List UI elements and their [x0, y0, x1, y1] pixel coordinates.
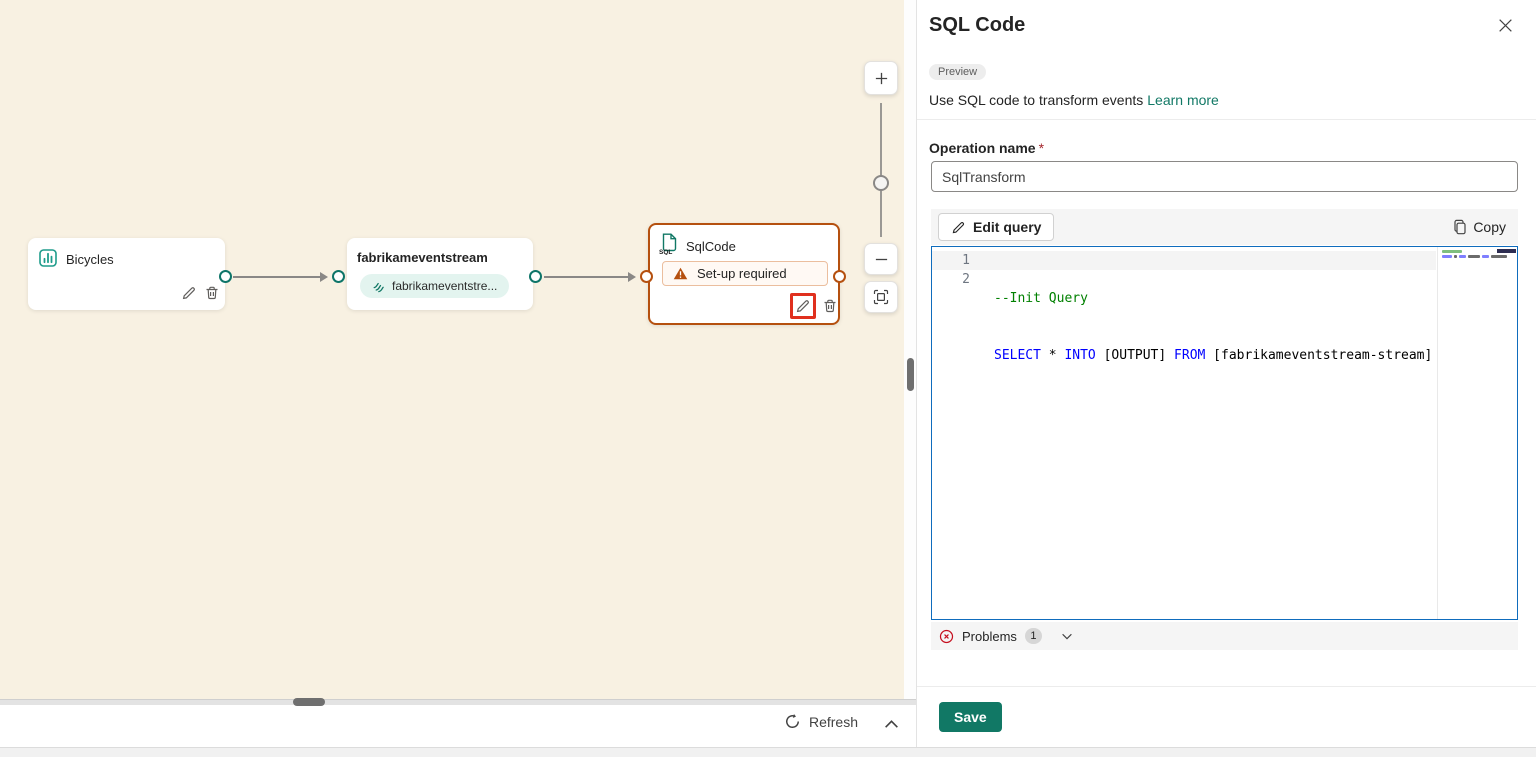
sql-icon-label: SQL: [659, 249, 672, 255]
divider: [917, 119, 1536, 120]
sql-file-icon: SQL: [659, 233, 679, 255]
stream-badge-label: fabrikameventstre...: [392, 279, 498, 293]
problems-count-badge: 1: [1024, 628, 1042, 644]
edit-node-icon[interactable]: [795, 298, 811, 314]
canvas-bottom-bar: Refresh: [0, 699, 916, 747]
edit-query-button[interactable]: Edit query: [938, 213, 1055, 241]
node-title: fabrikameventstream: [357, 250, 488, 265]
connector-eventstream-in[interactable]: [332, 270, 345, 283]
node-eventstream[interactable]: fabrikameventstream fabrikameventstre...: [347, 238, 533, 310]
minus-icon: [874, 252, 889, 267]
node-bicycles[interactable]: Bicycles: [28, 238, 225, 310]
code-content[interactable]: --Init Query SELECT * INTO [OUTPUT] FROM…: [994, 251, 1432, 403]
line-number-gutter: 1 2: [932, 251, 970, 289]
panel-title: SQL Code: [929, 14, 1026, 36]
connector-eventstream-out[interactable]: [529, 270, 542, 283]
zoom-in-button[interactable]: [864, 61, 898, 95]
edit-highlight-annotation: [790, 293, 816, 319]
fit-to-screen-icon: [873, 289, 889, 305]
node-title: SqlCode: [686, 239, 736, 254]
node-sqlcode[interactable]: SQL SqlCode Set-up required: [648, 223, 840, 325]
copy-icon: [1452, 219, 1468, 235]
error-circle-icon: [939, 629, 954, 644]
code-line-1: --Init Query: [994, 291, 1088, 306]
zoom-out-button[interactable]: [864, 243, 898, 275]
plus-icon: [874, 71, 889, 86]
line-number: 2: [962, 272, 970, 287]
line-number: 1: [962, 253, 970, 268]
horizontal-scrollbar-track[interactable]: [0, 700, 916, 705]
connector-bicycles-out[interactable]: [219, 270, 232, 283]
editor-toolbar: Edit query Copy: [931, 209, 1518, 245]
flow-canvas[interactable]: Bicycles fabrikameventstream: [0, 0, 916, 757]
chevron-up-icon[interactable]: [883, 716, 900, 733]
refresh-label: Refresh: [808, 713, 858, 730]
overview-ruler-marker: [1497, 249, 1516, 253]
edge-bicycles-to-eventstream: [233, 276, 320, 278]
horizontal-scrollbar-thumb[interactable]: [293, 698, 325, 706]
vertical-scrollbar-thumb[interactable]: [907, 358, 914, 391]
edge-arrowhead-icon: [628, 272, 636, 282]
save-button[interactable]: Save: [939, 702, 1002, 732]
problems-label: Problems: [962, 628, 1017, 644]
stream-icon: [372, 279, 386, 293]
refresh-icon: [784, 713, 801, 730]
sql-code-panel: SQL Code Preview Use SQL code to transfo…: [916, 0, 1536, 747]
edge-arrowhead-icon: [320, 272, 328, 282]
connector-sqlcode-in[interactable]: [640, 270, 653, 283]
problems-bar[interactable]: Problems 1: [931, 622, 1518, 650]
current-line-highlight: [932, 251, 1436, 270]
refresh-button[interactable]: Refresh: [784, 713, 858, 730]
required-asterisk: *: [1038, 140, 1045, 156]
node-title: Bicycles: [66, 252, 114, 267]
operation-name-input[interactable]: [931, 161, 1518, 192]
vertical-scrollbar-track[interactable]: [904, 0, 916, 699]
edit-node-icon[interactable]: [181, 285, 197, 301]
chevron-down-icon[interactable]: [1060, 629, 1074, 643]
fit-to-screen-button[interactable]: [864, 281, 898, 313]
warning-label: Set-up required: [697, 266, 787, 281]
pencil-icon: [951, 220, 966, 235]
warning-triangle-icon: [673, 267, 688, 280]
delete-node-icon[interactable]: [822, 298, 838, 314]
zoom-slider-handle[interactable]: [873, 175, 889, 191]
connector-sqlcode-out[interactable]: [833, 270, 846, 283]
editor-minimap[interactable]: [1437, 247, 1507, 619]
setup-required-warning: Set-up required: [662, 261, 828, 286]
copy-button[interactable]: Copy: [1452, 219, 1506, 235]
delete-node-icon[interactable]: [204, 285, 220, 301]
operation-name-label: Operation name*: [929, 140, 1045, 156]
bar-chart-icon: [39, 249, 57, 267]
code-line-2: SELECT * INTO [OUTPUT] FROM [fabrikameve…: [994, 348, 1433, 363]
bottom-status-strip: [0, 747, 1536, 757]
sql-code-editor[interactable]: 1 2 --Init Query SELECT * INTO [OUTPUT] …: [931, 246, 1518, 620]
edge-eventstream-to-sqlcode: [544, 276, 628, 278]
zoom-slider-track[interactable]: [880, 103, 882, 237]
stream-badge: fabrikameventstre...: [360, 274, 510, 298]
close-icon[interactable]: [1497, 17, 1514, 34]
learn-more-link[interactable]: Learn more: [1147, 92, 1219, 108]
divider: [917, 686, 1536, 687]
preview-badge: Preview: [929, 64, 987, 80]
